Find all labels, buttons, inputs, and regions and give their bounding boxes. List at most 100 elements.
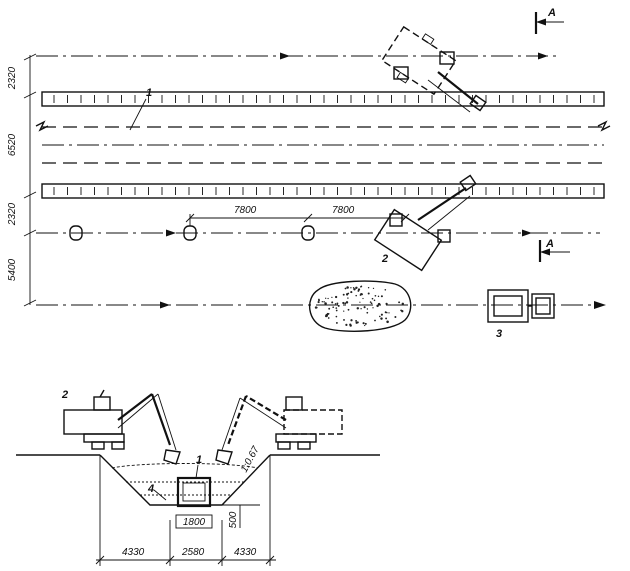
spoil-grain [350,287,352,289]
spoil-grain [377,295,380,298]
spoil-grain [360,293,363,296]
pipe-section [176,476,212,508]
spoil-grain [372,307,374,309]
plan-label-pipe: 1 [146,87,152,99]
spoil-grain [344,302,347,305]
spoil-grain [353,288,356,291]
bucket-right [215,449,233,465]
spoil-grain [360,308,362,310]
dump-truck [487,289,555,323]
spoil-grain [398,301,401,304]
spoil-grain [362,297,364,300]
dim-depth: 500 [228,511,239,528]
spoil-grain [350,291,353,294]
spoil-grain [347,297,349,299]
spoil-grain [334,303,337,305]
excavator-bucket-lower [459,174,477,192]
break-mark-right [597,120,611,132]
spoil-grain [359,301,361,303]
arm-left [150,393,172,446]
spoil-grain [367,292,370,295]
spoil-grain [345,323,348,326]
pipe-strip-lower [41,183,605,199]
excavator-bucket-top [469,94,487,112]
peg-3 [301,225,315,241]
break-mark-left [35,120,49,132]
spoil-grain [377,302,381,306]
boom-right [245,395,287,421]
dim-mid: 2580 [181,547,205,558]
spoil-grain [343,318,345,321]
spoil-grain [371,297,374,300]
spoil-grain [331,301,334,304]
bucket-left [163,449,181,465]
arm-right [226,395,248,446]
dim-base: 1800 [183,517,206,528]
spoil-grain [334,295,338,299]
dim-mid-band: 2320 [7,202,18,226]
track-pad-lower-1 [389,213,403,227]
cross-section: 1 4 1:0.67 2 [16,389,380,566]
spoil-grain [316,306,318,309]
track-pad-top-2 [439,51,455,65]
spoil-grain [366,311,369,314]
spoil-grain [337,304,340,307]
spoil-grain [385,317,388,320]
spoil-grain [324,302,327,305]
spoil-grain [325,297,327,299]
spoil-grain [317,301,320,304]
spoil-grain [369,301,372,303]
pipe-strip-upper [41,91,605,107]
dim-right: 4330 [234,547,257,558]
spoil-grain [345,301,349,304]
spoil-grain [321,301,323,303]
spoil-grain [388,312,390,314]
spoil-grain [374,319,376,322]
base-dim-box [175,514,213,529]
spoil-grain [384,311,387,314]
spoil-grain [355,321,358,324]
spoil-grain [380,295,383,298]
spoil-grain [384,289,387,291]
spoil-grain [332,306,335,309]
section-marker-label-top: A [547,7,556,19]
spoil-grain [335,315,338,318]
excavator-boom-lower [417,187,467,221]
spoil-grain [335,309,338,312]
spoil-grain [401,310,404,313]
spoil-grain [373,299,376,302]
dim-top-band: 2320 [7,66,18,90]
spoil-grain [374,294,377,297]
spoil-grain [318,298,320,301]
section-label-excavator: 2 [61,389,68,401]
spoil-grain [328,307,331,310]
spoil-grain [327,297,329,300]
spoil-grain [379,315,381,318]
spoil-grain [362,322,365,325]
spoil-grain [331,296,333,299]
spoil-grain [370,302,373,305]
spoil-grain [367,286,370,289]
spoil-grain [363,306,366,309]
spoil-grain [323,301,325,303]
spoil-grain [372,287,375,290]
plan-label-truck: 3 [496,328,502,340]
plan-label-excavator: 2 [381,253,388,265]
excavator-top [380,25,457,96]
spoil-grain [394,316,397,318]
section-label-layer: 4 [147,483,154,495]
spacing-dim-2: 7800 [332,205,355,216]
spoil-heap [309,280,412,332]
spoil-grain [386,320,389,324]
spoil-grain [360,285,362,288]
spoil-grain [335,321,338,324]
section-label-pipe: 1 [196,454,202,466]
spoil-grain [364,324,366,327]
dim-bottom-band: 5400 [7,258,18,281]
spoil-grain [342,293,345,296]
spoil-grain [347,286,349,289]
spoil-grain [342,301,345,305]
spoil-grain [336,302,339,305]
spoil-grain [385,302,388,306]
section-marker-label-lower: A [545,238,554,250]
